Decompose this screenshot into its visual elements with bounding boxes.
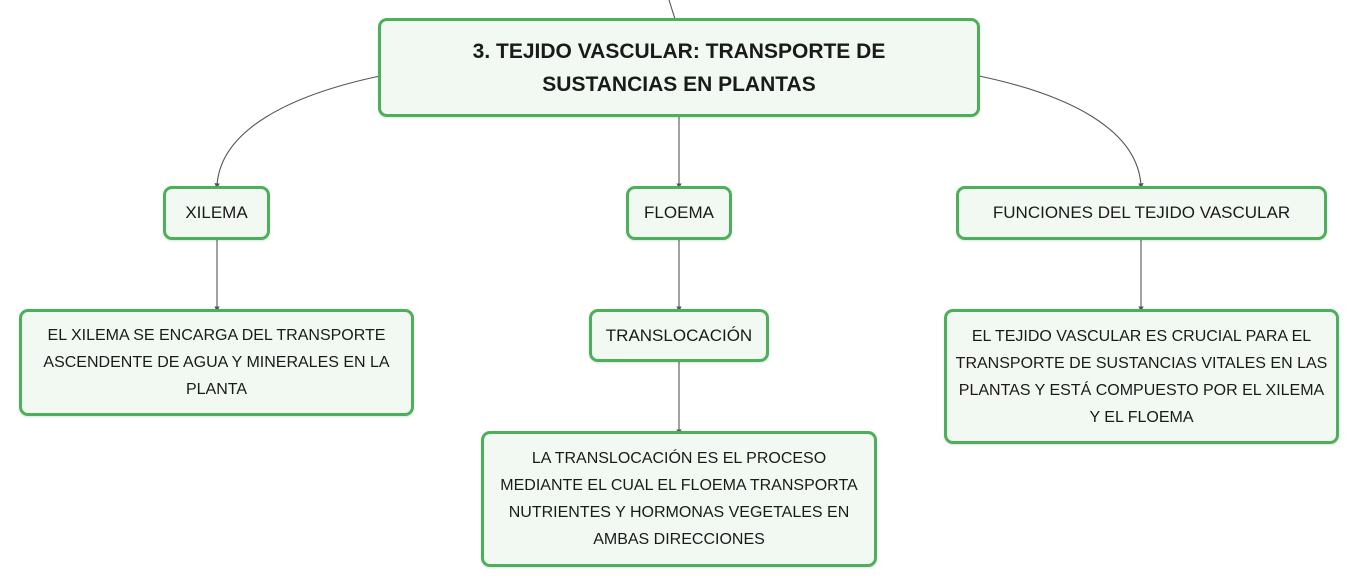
funciones-detail-node[interactable]: EL TEJIDO VASCULAR ES CRUCIAL PARA EL TR…: [944, 309, 1339, 444]
xilema-label: XILEMA: [185, 203, 248, 222]
translocacion-detail-node[interactable]: LA TRANSLOCACIÓN ES EL PROCESO MEDIANTE …: [481, 431, 877, 567]
connector-root-to-funciones: [978, 75, 1144, 189]
connector-root-to-xilema: [214, 75, 381, 189]
root-topic-node[interactable]: 3. TEJIDO VASCULAR: TRANSPORTE DE SUSTAN…: [378, 18, 980, 117]
xilema-detail-text: EL XILEMA SE ENCARGA DEL TRANSPORTE ASCE…: [43, 327, 390, 398]
connector-parent-to-root: [668, 0, 676, 20]
funciones-detail-text: EL TEJIDO VASCULAR ES CRUCIAL PARA EL TR…: [955, 327, 1328, 426]
floema-label: FLOEMA: [644, 203, 714, 222]
xilema-detail-node[interactable]: EL XILEMA SE ENCARGA DEL TRANSPORTE ASCE…: [19, 309, 414, 416]
funciones-node[interactable]: FUNCIONES DEL TEJIDO VASCULAR: [956, 186, 1327, 240]
floema-node[interactable]: FLOEMA: [626, 186, 732, 240]
translocacion-label: TRANSLOCACIÓN: [605, 325, 753, 345]
translocacion-detail-text: LA TRANSLOCACIÓN ES EL PROCESO MEDIANTE …: [500, 450, 858, 548]
xilema-node[interactable]: XILEMA: [163, 186, 270, 240]
translocacion-node[interactable]: TRANSLOCACIÓN: [589, 309, 769, 362]
root-topic-label: 3. TEJIDO VASCULAR: TRANSPORTE DE SUSTAN…: [472, 39, 886, 96]
funciones-label: FUNCIONES DEL TEJIDO VASCULAR: [992, 203, 1291, 222]
